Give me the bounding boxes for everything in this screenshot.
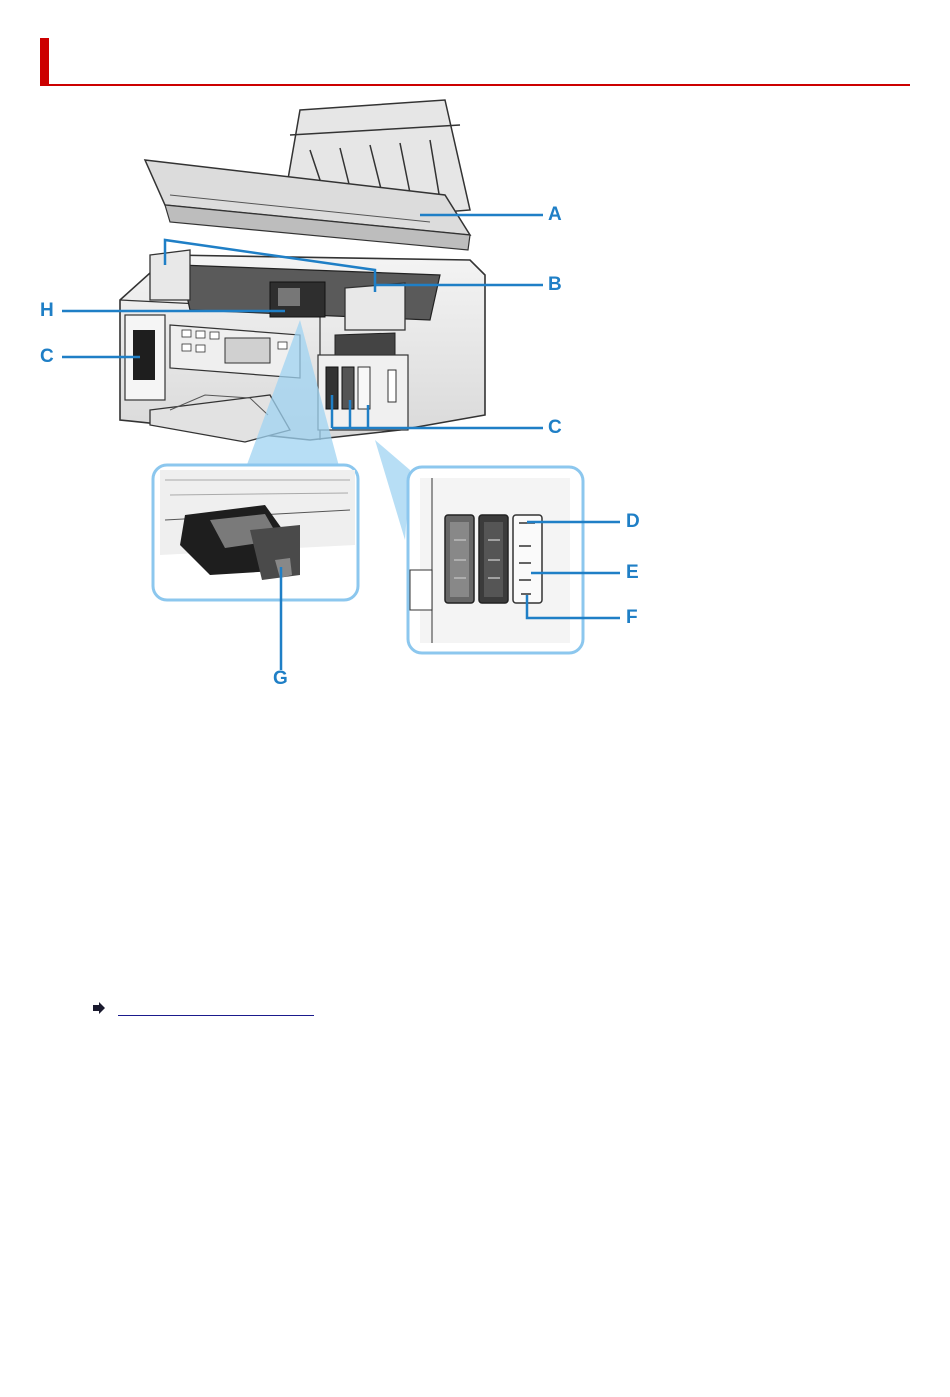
label-d: D [626,511,640,533]
inset-ink-tanks [408,467,583,653]
label-c-right: C [548,417,562,439]
inset-print-head-lock [153,465,358,600]
printer-illustration [0,0,950,700]
label-a: A [548,204,562,226]
label-b: B [548,274,562,296]
related-link-row[interactable] [92,998,314,1018]
related-link[interactable] [118,1001,314,1016]
label-g: G [273,668,288,690]
label-e: E [626,562,639,584]
zoom-cone-tanks [375,440,410,540]
label-f: F [626,607,638,629]
arrow-right-icon [92,1001,106,1015]
printer-figure: A B H C C D E F G [0,0,950,700]
label-c-left: C [40,346,54,368]
label-h: H [40,300,54,322]
